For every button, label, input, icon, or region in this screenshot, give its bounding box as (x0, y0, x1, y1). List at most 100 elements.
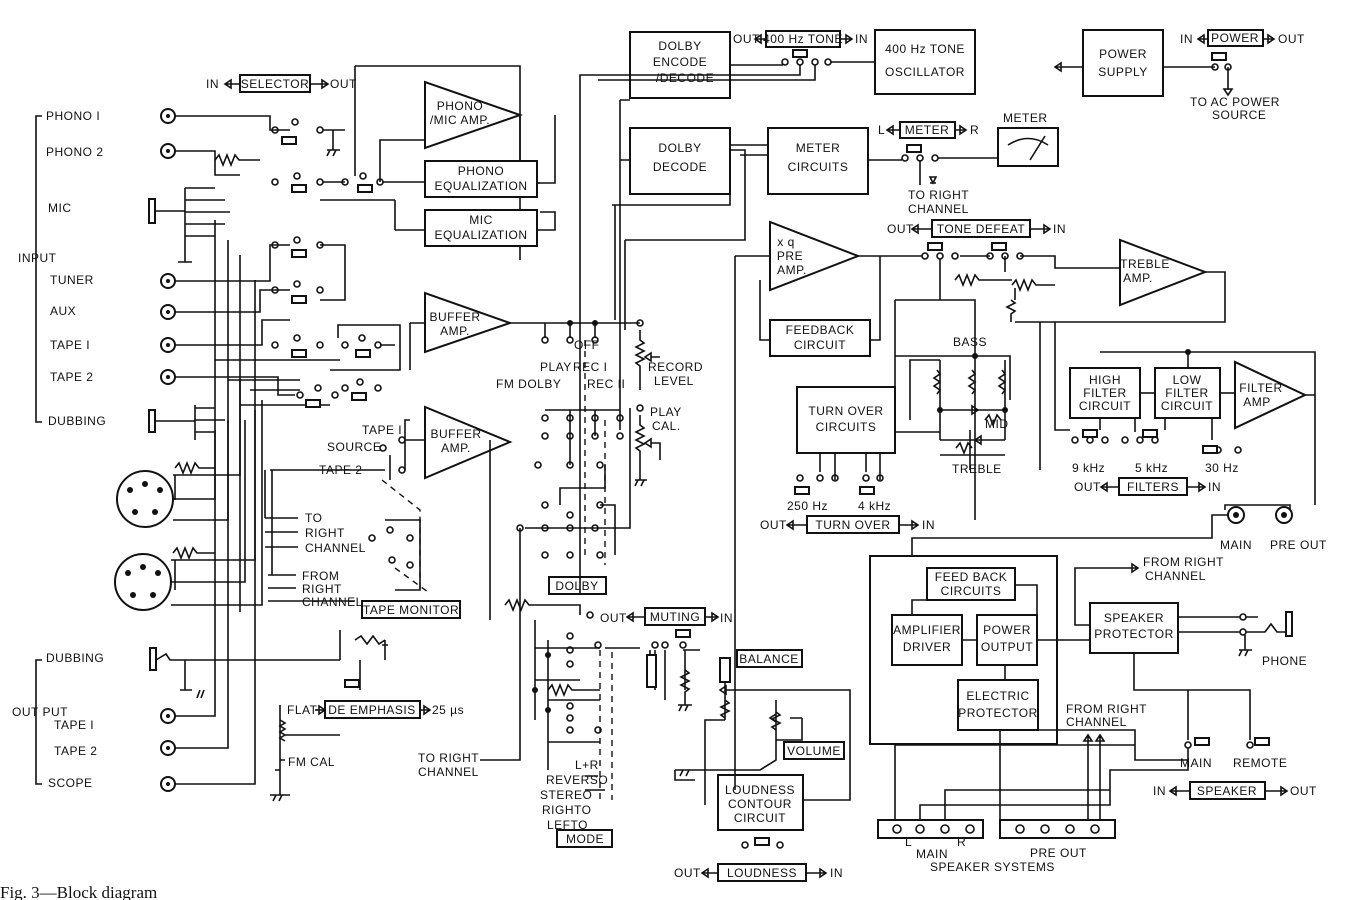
to-right-channel-label-2: RIGHT (305, 526, 345, 540)
switch-contacts (271, 118, 384, 408)
meter-to-right-1: TO RIGHT (908, 188, 969, 202)
record-level-label-1: RECORD (648, 360, 703, 374)
volume-control[interactable] (783, 741, 845, 760)
output-dubbing-label: DUBBING (46, 651, 104, 665)
dolby-switch-label: DOLBY (555, 579, 598, 593)
turnover-250hz-label: 250 Hz (787, 499, 828, 513)
from-right-speaker-1: FROM RIGHT (1143, 555, 1224, 569)
feedback-line2: CIRCUIT (794, 338, 846, 352)
turn-over-line1: TURN OVER (808, 404, 883, 418)
treble-amp-line2: AMP. (1123, 271, 1153, 285)
speaker-systems-label: SPEAKER SYSTEMS (930, 860, 1055, 874)
remote-label: REMOTE (1233, 756, 1287, 770)
meter-r-label: R (970, 123, 979, 137)
from-right-channel-label-1: FROM (302, 569, 339, 583)
rca-jack-icon (160, 369, 176, 385)
high-filter-line3: CIRCUIT (1079, 399, 1131, 413)
dolby-encode-line3: /DECODE (656, 71, 714, 85)
power-amp-section: FEED BACK CIRCUITS AMPLIFIER DRIVER POWE… (869, 555, 1317, 874)
to-ac-label-2: SOURCE (1212, 108, 1266, 122)
filter-amp (1234, 360, 1308, 430)
main-speaker-terminals (877, 819, 984, 839)
mode-lr-label: L+R (575, 758, 599, 772)
dubbing-out-jack-icon (149, 647, 157, 671)
speaker-r-label: R (957, 835, 966, 849)
tone400-out-label: OUT (733, 32, 760, 46)
meter-circuits-line2: CIRCUITS (788, 160, 849, 174)
phono-mic-amp-line2: /MIC AMP. (430, 113, 490, 127)
phono-mic-amp-line1: PHONO (437, 99, 484, 113)
pre-out-terminals (999, 819, 1116, 839)
input-aux-label: AUX (50, 304, 76, 318)
selector-section: IN SELECTOR OUT PHONO /MIC AMP. PHONO EQ… (206, 65, 556, 408)
buffer-amp-2-line1: BUFFER (431, 427, 482, 441)
phone-jack-icon (1285, 611, 1293, 637)
feed-back-circuits (926, 567, 1016, 601)
mode-section: OUT MUTING IN L+R REVERSO STEREO RIGHTO … (418, 597, 851, 882)
power-switch[interactable] (1207, 29, 1264, 47)
from-right-speaker-2: CHANNEL (1145, 569, 1206, 583)
treble-amp (1119, 238, 1208, 307)
mic-eq-line2: EQUALIZATION (434, 228, 527, 242)
rca-jack-icon (160, 273, 176, 289)
from-right-channel-label-2: RIGHT (302, 582, 342, 596)
meter-l-label: L (878, 123, 885, 137)
output-section: OUT PUT DUBBING TAPE I TAPE 2 SCOPE FLAT… (12, 560, 464, 802)
rca-jack-icon (160, 143, 176, 159)
tape-monitor-switch[interactable] (361, 600, 461, 619)
amplifier-driver-line1: AMPLIFIER (893, 623, 961, 637)
high-filter-line2: FILTER (1083, 386, 1126, 400)
input-tuner-label: TUNER (50, 273, 94, 287)
feed-back-line2: CIRCUITS (941, 584, 1002, 598)
volume-label: VOLUME (787, 744, 841, 758)
din-socket-icon (116, 470, 174, 528)
bass-label: BASS (953, 335, 987, 349)
to-right-channel-label-1: TO (305, 511, 322, 525)
filter-30hz-label: 30 Hz (1205, 461, 1239, 475)
figure-caption: Fig. 3—Block diagram (0, 883, 157, 900)
filter-9khz-label: 9 kHz (1072, 461, 1105, 475)
mode-switch-label: MODE (566, 832, 604, 846)
speaker-switch-label: SPEAKER (1197, 784, 1257, 798)
output-tape1-label: TAPE I (54, 718, 94, 732)
turn-over-out-label: OUT (760, 518, 787, 532)
dolby-switch[interactable] (548, 576, 607, 595)
meter-gauge-icon (997, 127, 1059, 167)
feedback-line1: FEEDBACK (786, 323, 855, 337)
phono-equalization (424, 160, 538, 198)
power-in-label: IN (1180, 32, 1193, 46)
pre-amp-line3: AMP. (777, 263, 807, 277)
electric-protector (957, 679, 1039, 731)
speaker-in-label: IN (1153, 784, 1166, 798)
input-section: INPUT PHONO I PHONO 2 MIC TUNER AUX TAPE… (18, 108, 366, 620)
filters-in-label: IN (1208, 480, 1221, 494)
mic-equalization (424, 209, 538, 247)
amplifier-driver (891, 614, 963, 666)
loudness-in-label: IN (830, 866, 843, 880)
dolby-fm-label: FM DOLBY (496, 377, 561, 391)
turn-over-circuits (796, 386, 896, 454)
filter-amp-line1: FILTER (1239, 381, 1282, 395)
meter-switch-label: METER (905, 123, 950, 137)
output-group-label: OUT PUT (12, 705, 68, 719)
dolby-play-label: PLAY (540, 360, 572, 374)
balance-control[interactable] (736, 649, 803, 668)
play-cal-label-1: PLAY (650, 405, 682, 419)
mode-switch[interactable] (556, 829, 613, 848)
mode-reverso-label: REVERSO (546, 773, 608, 787)
dolby-encode-line2: ENCODE (653, 55, 707, 69)
rca-jack-icon (160, 337, 176, 353)
selector-in-label: IN (206, 77, 219, 91)
electric-protector-line1: ELECTRIC (966, 689, 1029, 703)
to-right-channel-label-3: CHANNEL (305, 541, 366, 555)
turn-over-line2: CIRCUITS (816, 420, 877, 434)
mic-jack-icon (148, 198, 156, 224)
from-right-bottom-1: FROM RIGHT (1066, 702, 1147, 716)
mid-label: MID (985, 417, 1009, 431)
turnover-4khz-label: 4 kHz (858, 499, 891, 513)
dubbing-jack-icon (148, 409, 156, 433)
muting-in-label: IN (720, 611, 733, 625)
output-scope-label: SCOPE (48, 776, 93, 790)
buffer-amp-1-line1: BUFFER (430, 310, 481, 324)
power-supply (1082, 29, 1164, 97)
